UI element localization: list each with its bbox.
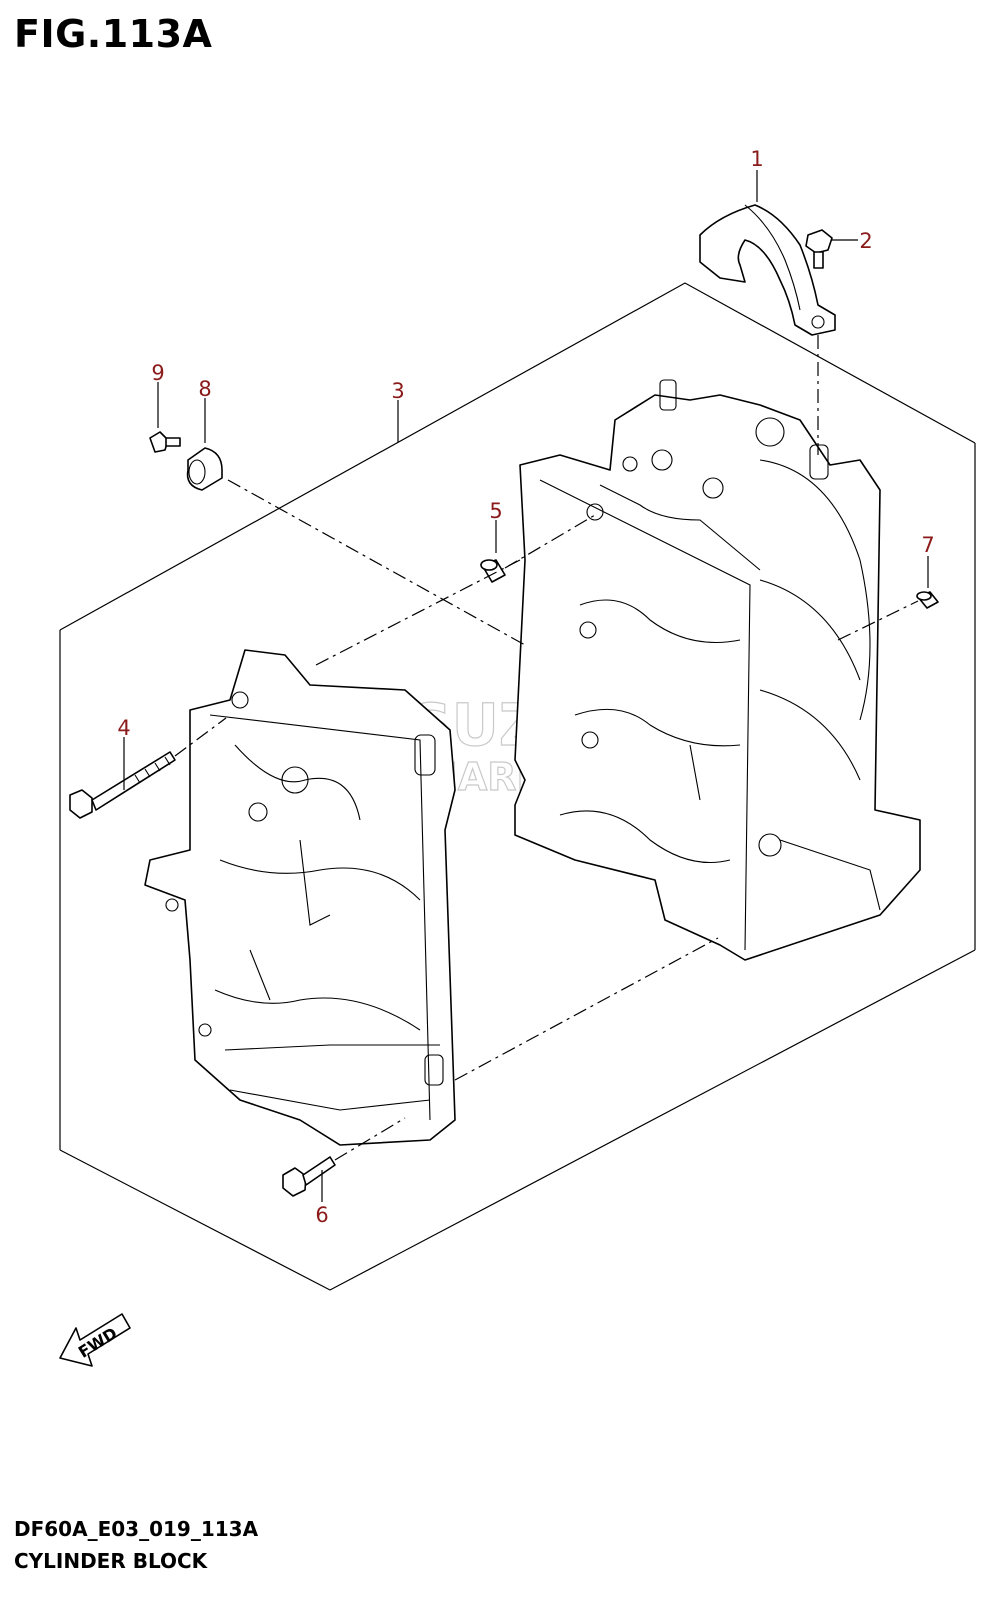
fwd-arrow-icon: FWD: [59, 1313, 131, 1367]
part-bolt-2: [805, 229, 833, 269]
leader-lines: [123, 170, 929, 1202]
figure-code: DF60A_E03_019_113A: [14, 1517, 259, 1541]
part-screw-9: [149, 431, 181, 453]
part-plug: [916, 591, 939, 609]
part-grommet: [186, 447, 223, 491]
callout-1: 1: [750, 147, 763, 171]
callout-2: 2: [859, 229, 872, 253]
assembly-box: [59, 282, 976, 1291]
part-bolt-4: [69, 751, 176, 819]
crankcase: [144, 649, 456, 1146]
figure-name: CYLINDER BLOCK: [14, 1549, 208, 1573]
callout-5: 5: [489, 499, 502, 523]
callout-6: 6: [315, 1203, 328, 1227]
callout-9: 9: [151, 361, 164, 385]
part-bolt-6: [282, 1156, 336, 1197]
callouts: 1 2 3 4 5 6 7 8 9: [117, 147, 934, 1227]
cylinder-block: [514, 379, 921, 961]
callout-3: 3: [391, 379, 404, 403]
callout-8: 8: [198, 377, 211, 401]
part-bracket: [699, 204, 836, 336]
callout-4: 4: [117, 716, 130, 740]
figure-title: FIG.113A: [14, 12, 213, 56]
callout-7: 7: [921, 533, 934, 557]
